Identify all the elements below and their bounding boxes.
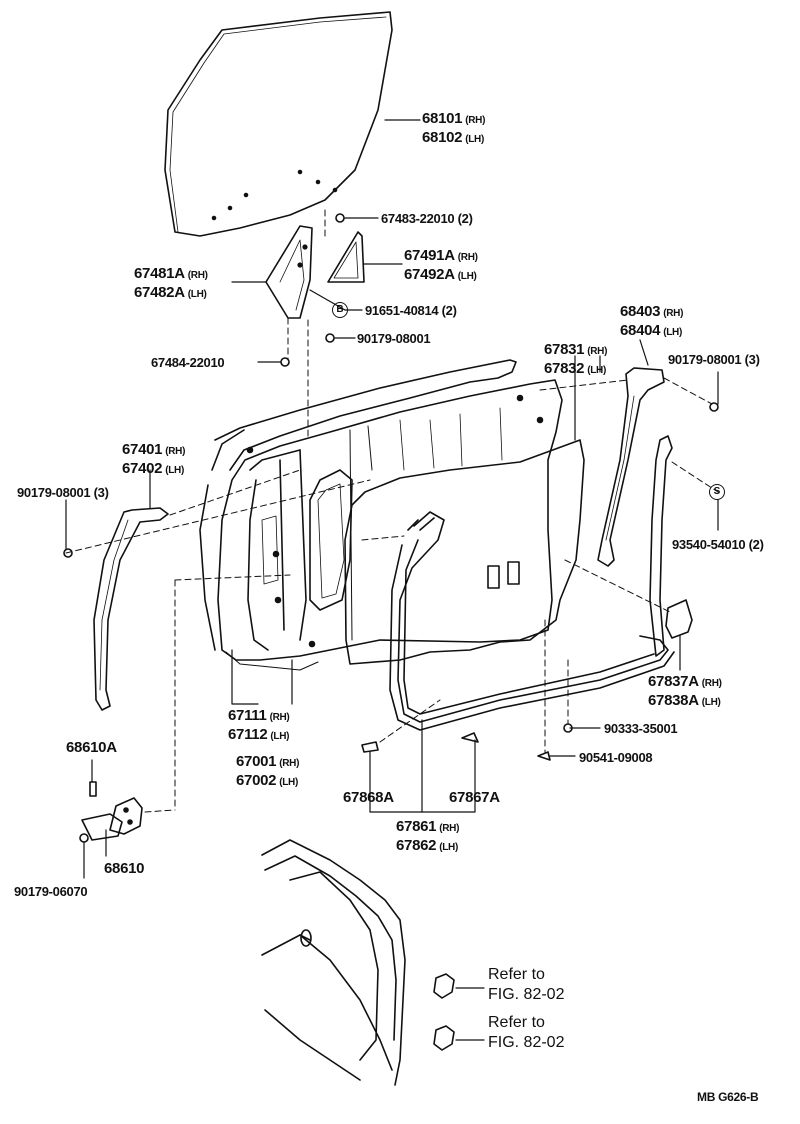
label-68101: 68101(RH) 68102(LH)	[422, 110, 486, 146]
label-67837: 67837A(RH) 67838A(LH)	[648, 673, 722, 709]
label-93540: 93540-54010 (2)	[672, 537, 764, 552]
label-90541: 90541-09008	[579, 750, 653, 765]
label-67481: 67481A(RH) 67482A(LH)	[134, 265, 208, 301]
front-weatherstrip	[94, 508, 168, 710]
door-glass	[165, 12, 392, 236]
quarter-glass	[328, 232, 364, 282]
fasteners	[64, 214, 718, 842]
label-67484: 67484-22010	[151, 355, 225, 370]
label-67861: 67861(RH) 67862(LH)	[396, 818, 460, 854]
label-68610a: 68610A	[66, 739, 117, 756]
label-90179-d: 90179-06070	[14, 884, 88, 899]
rear-door-weatherstrip	[650, 436, 672, 656]
label-67868: 67868A	[343, 789, 394, 806]
body-outline	[262, 840, 454, 1085]
rear-weatherstrip	[598, 368, 664, 566]
division-bar	[266, 226, 312, 318]
label-90179-a: 90179-08001	[357, 331, 431, 346]
label-90333: 90333-35001	[604, 721, 678, 736]
label-67001: 67001(RH) 67002(LH)	[236, 753, 300, 789]
label-90179-b: 90179-08001 (3)	[668, 352, 760, 367]
label-68610: 68610	[104, 860, 145, 877]
label-67831: 67831(RH) 67832(LH)	[544, 341, 608, 377]
door-hinge	[82, 798, 142, 840]
circle-mark-b: B	[332, 302, 348, 318]
label-68403: 68403(RH) 68404(LH)	[620, 303, 684, 339]
corner-seal	[666, 600, 692, 638]
circle-mark-s: S	[709, 484, 725, 500]
leader-lines	[66, 120, 718, 1040]
door-weatherstrip	[390, 512, 674, 730]
dashed-lines	[66, 210, 718, 812]
drawing-code: MB G626-B	[697, 1090, 759, 1104]
label-67491: 67491A(RH) 67492A(LH)	[404, 247, 478, 283]
label-67483: 67483-22010 (2)	[381, 211, 473, 226]
label-91651: 91651-40814 (2)	[365, 303, 457, 318]
label-67111: 67111(RH) 67112(LH)	[228, 707, 290, 743]
service-hole-cover	[345, 440, 584, 664]
reference-note-2: Refer to FIG. 82-02	[488, 1014, 565, 1051]
label-67401: 67401(RH) 67402(LH)	[122, 441, 186, 477]
label-90179-c: 90179-08001 (3)	[17, 485, 109, 500]
door-shell	[200, 360, 562, 670]
reference-note-1: Refer to FIG. 82-02	[488, 966, 565, 1003]
label-67867: 67867A	[449, 789, 500, 806]
